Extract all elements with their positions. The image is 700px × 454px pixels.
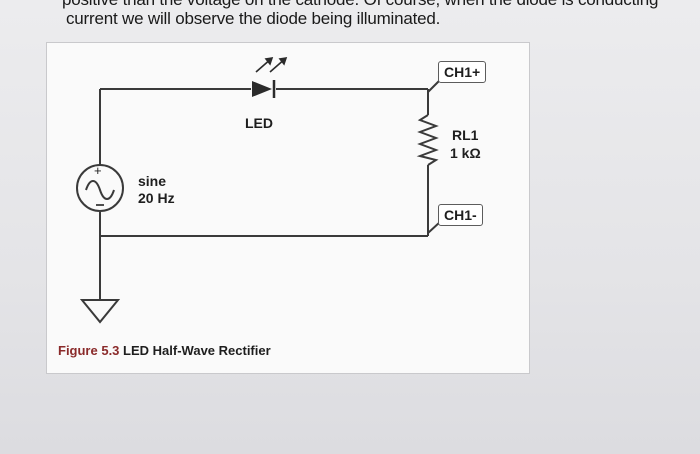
probe-ch1-plus-label: CH1+ (438, 61, 487, 83)
led-light-arrows-icon (255, 56, 288, 73)
figure-caption: Figure 5.3 LED Half-Wave Rectifier (58, 343, 271, 358)
resistor-value-label: 1 kΩ (450, 145, 481, 161)
cut-off-text-line: positive than the voltage on the cathode… (62, 0, 658, 10)
ground-icon (79, 299, 121, 324)
source-frequency-label: 20 Hz (138, 190, 175, 206)
sine-wave-glyph (85, 180, 115, 200)
figure-title: LED Half-Wave Rectifier (123, 343, 271, 358)
led-diode-symbol (252, 81, 272, 97)
source-plus-sign: + (94, 163, 102, 178)
source-type-label: sine (138, 173, 167, 189)
intro-text: current we will observe the diode being … (66, 9, 441, 28)
resistor-zigzag (416, 114, 439, 166)
resistor-name-label: RL1 (452, 127, 479, 143)
probe-ch1-minus-label: CH1- (438, 204, 483, 226)
led-label: LED (245, 115, 273, 131)
figure-number: Figure 5.3 (58, 343, 120, 358)
